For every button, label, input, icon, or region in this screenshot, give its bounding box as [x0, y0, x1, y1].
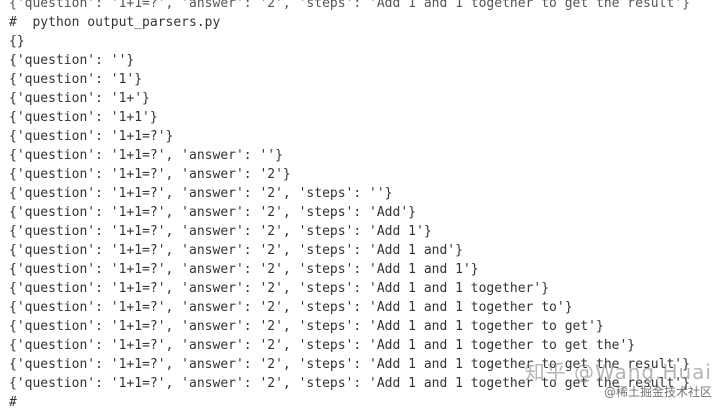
- terminal-line: {'question': '1+1=?', 'answer': '2', 'st…: [9, 224, 432, 239]
- terminal-line: {}: [9, 34, 25, 49]
- terminal-line: {'question': '1+'}: [9, 91, 150, 106]
- terminal-line: {'question': '1+1=?', 'answer': '2', 'st…: [9, 319, 604, 334]
- terminal-line-partial: {'question': '1+1=?', 'answer': '2', 'st…: [9, 0, 690, 11]
- terminal-line: {'question': '1+1=?', 'answer': '2', 'st…: [9, 281, 550, 296]
- terminal-prompt-line: #: [9, 395, 17, 410]
- terminal-command-line: # python output_parsers.py: [9, 15, 221, 30]
- terminal-line: {'question': '1+1=?', 'answer': '2'}: [9, 167, 291, 182]
- terminal-line: {'question': '1+1=?', 'answer': '2', 'st…: [9, 262, 479, 277]
- terminal-line: {'question': '1+1=?', 'answer': ''}: [9, 148, 283, 163]
- terminal-line: {'question': '1+1=?', 'answer': '2', 'st…: [9, 338, 636, 353]
- terminal-line: {'question': '1+1'}: [9, 110, 158, 125]
- terminal-line: {'question': '1+1=?', 'answer': '2', 'st…: [9, 205, 416, 220]
- terminal-line: {'question': '1+1=?', 'answer': '2', 'st…: [9, 357, 690, 372]
- terminal-line: {'question': '1+1=?', 'answer': '2', 'st…: [9, 243, 463, 258]
- terminal-line: {'question': '1'}: [9, 72, 143, 87]
- terminal-line: {'question': '1+1=?', 'answer': '2', 'st…: [9, 300, 573, 315]
- terminal-line: {'question': '1+1=?', 'answer': '2', 'st…: [9, 376, 690, 391]
- terminal-line: {'question': ''}: [9, 53, 135, 68]
- terminal-line: {'question': '1+1=?'}: [9, 129, 174, 144]
- terminal-line: {'question': '1+1=?', 'answer': '2', 'st…: [9, 186, 393, 201]
